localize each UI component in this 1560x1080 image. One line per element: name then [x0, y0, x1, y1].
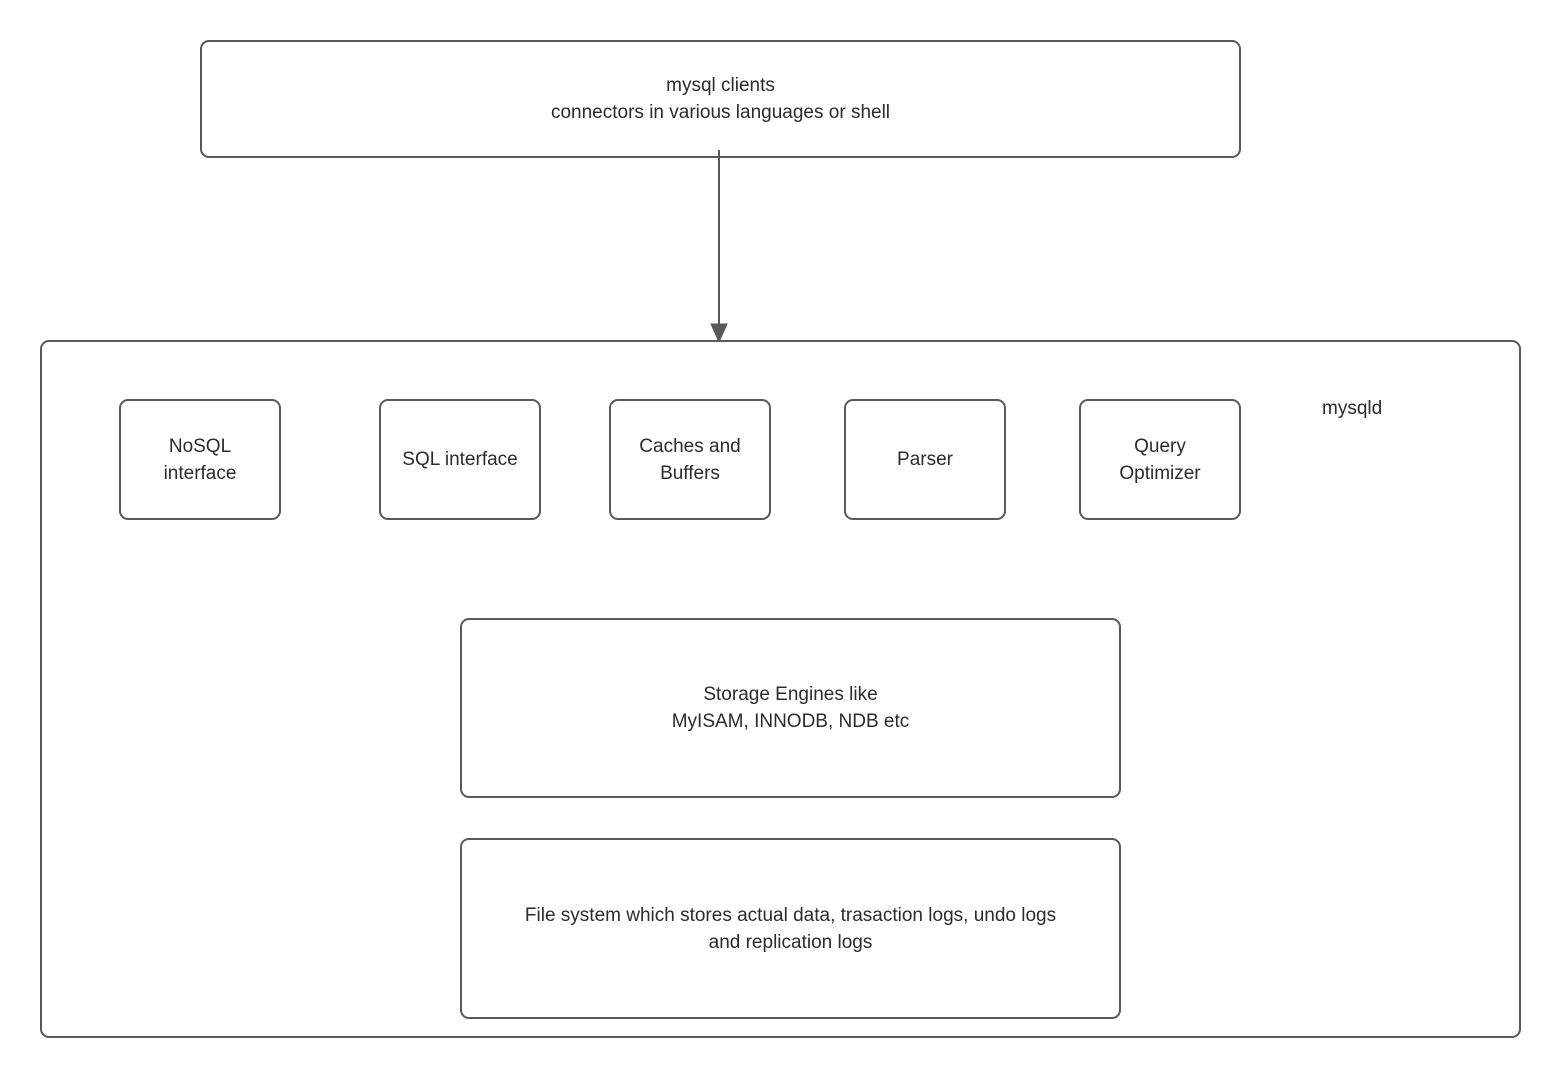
node-file-system[interactable]: File system which stores actual data, tr… — [460, 838, 1121, 1019]
node-file-system-label: File system which stores actual data, tr… — [524, 904, 1057, 953]
node-nosql-interface-label: NoSQL interface — [163, 435, 237, 484]
node-parser[interactable]: Parser — [844, 399, 1006, 520]
node-parser-label: Parser — [897, 449, 953, 470]
node-query-optimizer-label: Query Optimizer — [1119, 435, 1201, 484]
clients-box-label: mysql clients connectors in various lang… — [550, 75, 891, 123]
node-storage-engines[interactable]: Storage Engines like MyISAM, INNODB, NDB… — [460, 618, 1121, 798]
node-storage-engines-label: Storage Engines like MyISAM, INNODB, NDB… — [671, 684, 910, 732]
mysqld-label: mysqld — [1322, 398, 1383, 419]
node-sql-interface[interactable]: SQL interface — [379, 399, 541, 520]
node-caches-buffers[interactable]: Caches and Buffers — [609, 399, 771, 520]
clients-to-mysqld-arrow — [710, 150, 728, 344]
clients-box[interactable]: mysql clients connectors in various lang… — [200, 40, 1241, 158]
node-caches-buffers-label: Caches and Buffers — [639, 435, 741, 484]
node-nosql-interface[interactable]: NoSQL interface — [119, 399, 281, 520]
node-query-optimizer[interactable]: Query Optimizer — [1079, 399, 1241, 520]
node-sql-interface-label: SQL interface — [402, 449, 518, 470]
